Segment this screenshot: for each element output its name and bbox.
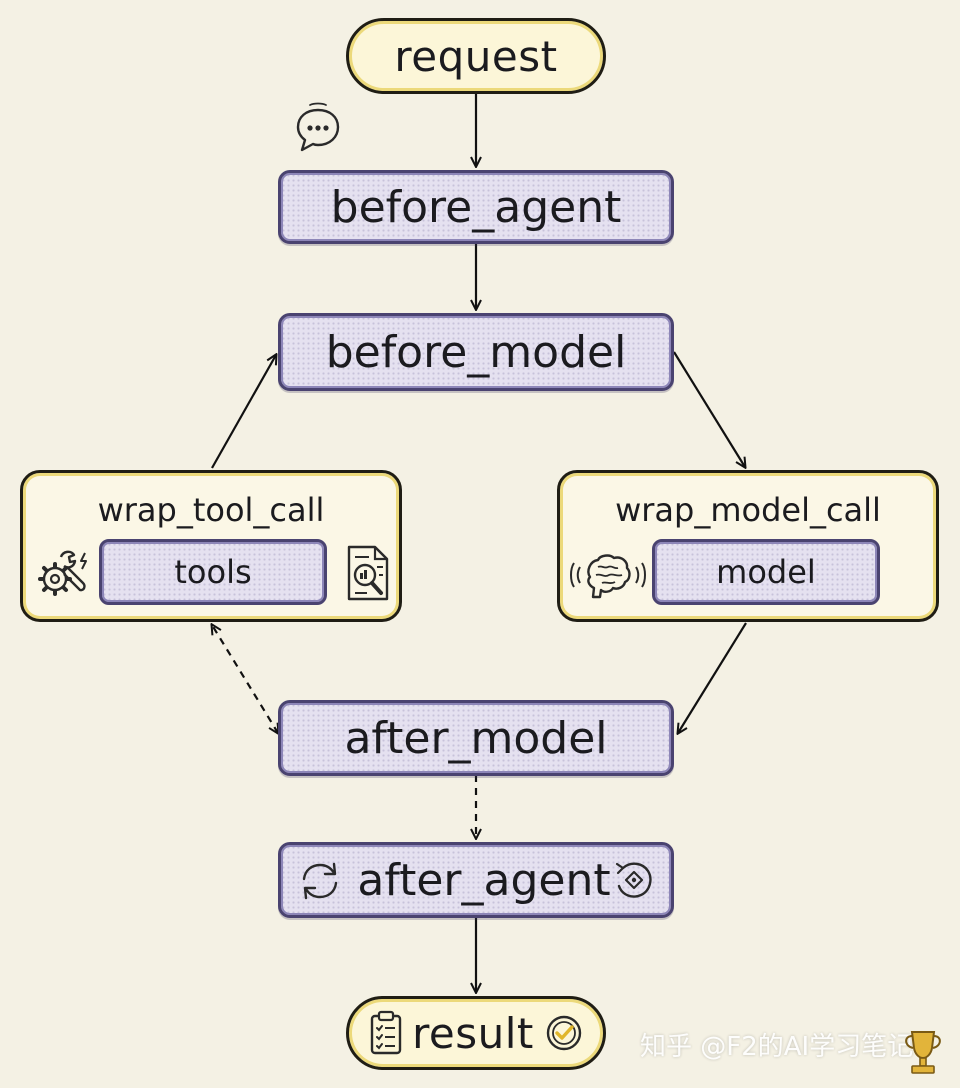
model-node: model: [652, 539, 880, 605]
after-model-node: after_model: [278, 700, 674, 776]
result-node: result: [346, 996, 606, 1070]
request-node: request: [346, 18, 606, 94]
before-model-label: before_model: [325, 326, 627, 378]
before-agent-label: before_agent: [330, 181, 622, 233]
chat-bubble-icon: [296, 102, 340, 152]
edge-before-model-to-wrap-model-call: [673, 351, 745, 467]
wrap-tool-call-title: wrap_tool_call: [97, 491, 325, 529]
check-badge-icon: [546, 1015, 582, 1051]
trophy-icon: [905, 1031, 941, 1074]
wrap-model-call-title: wrap_model_call: [615, 491, 881, 529]
edge-wrap-model-call-to-after-model: [678, 622, 747, 733]
wrap-tool-call-group: wrap_tool_call tools: [20, 470, 402, 622]
model-label: model: [716, 553, 816, 591]
brain-icon: [570, 554, 646, 599]
edge-wrap-tool-call-to-before-model: [211, 355, 276, 469]
after-agent-label: after_agent: [357, 854, 611, 906]
wrench-gear-icon: [38, 550, 87, 596]
before-agent-node: before_agent: [278, 170, 674, 244]
after-model-label: after_model: [344, 712, 608, 764]
request-label: request: [394, 31, 558, 81]
watermark-text: 知乎 @F2的AI学习笔记: [640, 1032, 914, 1062]
tools-label: tools: [174, 553, 252, 591]
edge-after-model-to-wrap-tool-call: [212, 625, 278, 733]
wrap-model-call-group: wrap_model_call model: [557, 470, 939, 622]
after-agent-node: after_agent: [278, 842, 674, 918]
rewind-icon: [615, 862, 652, 898]
clipboard-icon: [370, 1010, 402, 1055]
refresh-icon: [302, 862, 338, 900]
result-label: result: [412, 1008, 534, 1058]
document-search-icon: [347, 545, 389, 601]
tools-node: tools: [99, 539, 327, 605]
before-model-node: before_model: [278, 313, 674, 391]
